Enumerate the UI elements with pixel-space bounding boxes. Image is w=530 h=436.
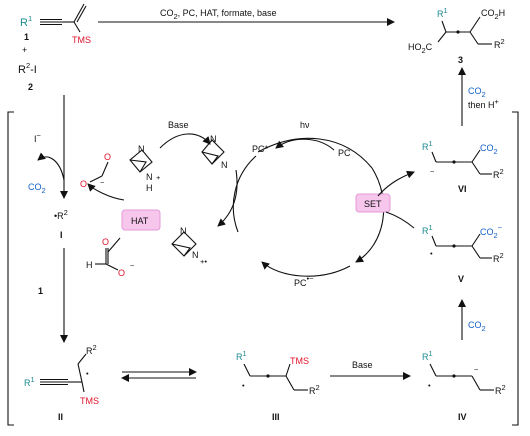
product-ho2c: HO2C bbox=[408, 42, 433, 55]
V-to-set-line bbox=[385, 211, 415, 229]
hv-label: hν bbox=[300, 120, 310, 130]
product-r1: R1 bbox=[437, 6, 448, 19]
ii-r1: R1 bbox=[24, 375, 35, 388]
formate: H O O − bbox=[86, 237, 135, 278]
dabco-n-top: N bbox=[138, 144, 145, 154]
set-label: SET bbox=[364, 199, 382, 209]
v-r2: R2 bbox=[493, 251, 504, 264]
intermediate-III: R1 TMS R2 • III bbox=[236, 349, 320, 422]
r1-label: R1 bbox=[20, 14, 32, 29]
compound-2-label: 2 bbox=[28, 82, 33, 92]
co2-carboxylation: CO2 bbox=[468, 320, 486, 333]
co2-left: CO2 bbox=[28, 182, 46, 195]
dabco-radical-cation: N N +• bbox=[171, 226, 207, 266]
iii-tms: TMS bbox=[290, 356, 309, 366]
hat-label: HAT bbox=[131, 216, 149, 226]
r2-iodide-label: R2-I bbox=[18, 61, 37, 76]
dabco2-n-bottom: N bbox=[221, 160, 228, 170]
intermediate-IV: R1 R2 • − IV bbox=[422, 349, 506, 422]
v-r1: R1 bbox=[422, 223, 433, 236]
v-radical: • bbox=[430, 249, 433, 258]
vi-minus: − bbox=[430, 167, 435, 176]
iii-r2: R2 bbox=[309, 383, 320, 396]
tms-label: TMS bbox=[72, 35, 91, 45]
reagent-2: R2-I 2 bbox=[18, 61, 37, 92]
formate-charge: − bbox=[130, 261, 135, 270]
substrate-1: R1 TMS 1 bbox=[20, 3, 91, 45]
ii-r2: R2 bbox=[86, 343, 97, 356]
hat-to-co2-arrow bbox=[87, 183, 125, 201]
intermediate-IV-label: IV bbox=[458, 412, 467, 422]
co2-radical-anion: O O − bbox=[80, 152, 111, 189]
vi-co2: CO2 bbox=[480, 143, 498, 156]
dabco2-n-top: N bbox=[210, 134, 217, 144]
dabco-h: H bbox=[146, 183, 153, 193]
ii-tms: TMS bbox=[80, 396, 99, 406]
dabco3-n-top: N bbox=[180, 226, 187, 236]
compound-1-label: 1 bbox=[24, 32, 29, 42]
iv-r2: R2 bbox=[495, 383, 506, 396]
vi-r2: R2 bbox=[493, 167, 504, 180]
vi-r1: R1 bbox=[422, 139, 433, 152]
pc-cycle-right bbox=[355, 167, 385, 263]
pc-radical-anion: PC•− bbox=[294, 274, 314, 288]
pc-cycle-left bbox=[232, 155, 257, 233]
co2-quench: CO2 bbox=[468, 86, 486, 99]
base-label-top: Base bbox=[168, 120, 189, 130]
formate-h: H bbox=[86, 260, 93, 270]
intermediate-I-label: I bbox=[60, 230, 63, 240]
product-3: R1 HO2C CO2H R2 3 bbox=[408, 6, 505, 65]
v-co2-minus: CO2− bbox=[480, 223, 503, 240]
intermediate-II: R1 R2 TMS • II bbox=[24, 343, 99, 422]
then-h-plus: then H+ bbox=[468, 97, 500, 110]
intermediate-V-label: V bbox=[458, 274, 464, 284]
iodide-release-arrow bbox=[37, 152, 65, 181]
iv-minus: − bbox=[474, 365, 479, 374]
hv-arrow bbox=[275, 138, 335, 151]
set-badge bbox=[355, 193, 391, 213]
left-bracket bbox=[7, 111, 14, 426]
intermediate-III-label: III bbox=[272, 412, 280, 422]
ii-radical: • bbox=[86, 369, 89, 378]
co2-anion-charge: − bbox=[100, 178, 105, 187]
base-arrow bbox=[159, 133, 211, 149]
compound-3-label: 3 bbox=[458, 55, 463, 65]
dabco-plus: + bbox=[156, 173, 161, 182]
iii-r1: R1 bbox=[236, 349, 247, 362]
formate-o2: O bbox=[118, 268, 125, 278]
reaction-conditions: CO2, PC, HAT, formate, base bbox=[160, 8, 277, 21]
dabco3-radical-cation: +• bbox=[200, 257, 207, 266]
co2-anion-o1: O bbox=[80, 179, 87, 189]
iv-radical: • bbox=[428, 381, 431, 390]
intermediate-VI-label: VI bbox=[458, 184, 467, 194]
pc-ground: PC bbox=[338, 148, 351, 158]
intermediate-II-label: II bbox=[58, 412, 63, 422]
iv-r1: R1 bbox=[422, 349, 433, 362]
hat-badge bbox=[121, 209, 161, 231]
pc-cycle-bottom bbox=[261, 261, 351, 277]
dabco-neutral: N N bbox=[201, 134, 228, 170]
intermediate-V: R1 CO2− R2 • V bbox=[422, 223, 504, 284]
plus-sign: + bbox=[22, 45, 27, 55]
base-label-bottom: Base bbox=[352, 360, 373, 370]
dabco3-n-bottom: N bbox=[192, 250, 199, 260]
arrow-label-1: 1 bbox=[38, 286, 43, 296]
radical-r2: •R2 bbox=[54, 208, 68, 221]
set-to-VI-arrow bbox=[377, 170, 415, 197]
dabco-n-bottom: N bbox=[146, 172, 153, 182]
intermediate-VI: R1 CO2 R2 − VI bbox=[422, 139, 504, 194]
product-co2h: CO2H bbox=[481, 8, 505, 21]
formate-o1: O bbox=[102, 237, 109, 247]
dabco-protonated: N N + H bbox=[129, 144, 161, 193]
right-bracket bbox=[512, 111, 519, 426]
co2-anion-o2: O bbox=[104, 152, 111, 162]
pc-cycle-top bbox=[257, 137, 373, 169]
product-r2: R2 bbox=[494, 37, 505, 50]
iodide-label: I− bbox=[34, 131, 42, 144]
pc-star: PC* bbox=[252, 144, 269, 154]
iii-radical: • bbox=[242, 381, 245, 390]
